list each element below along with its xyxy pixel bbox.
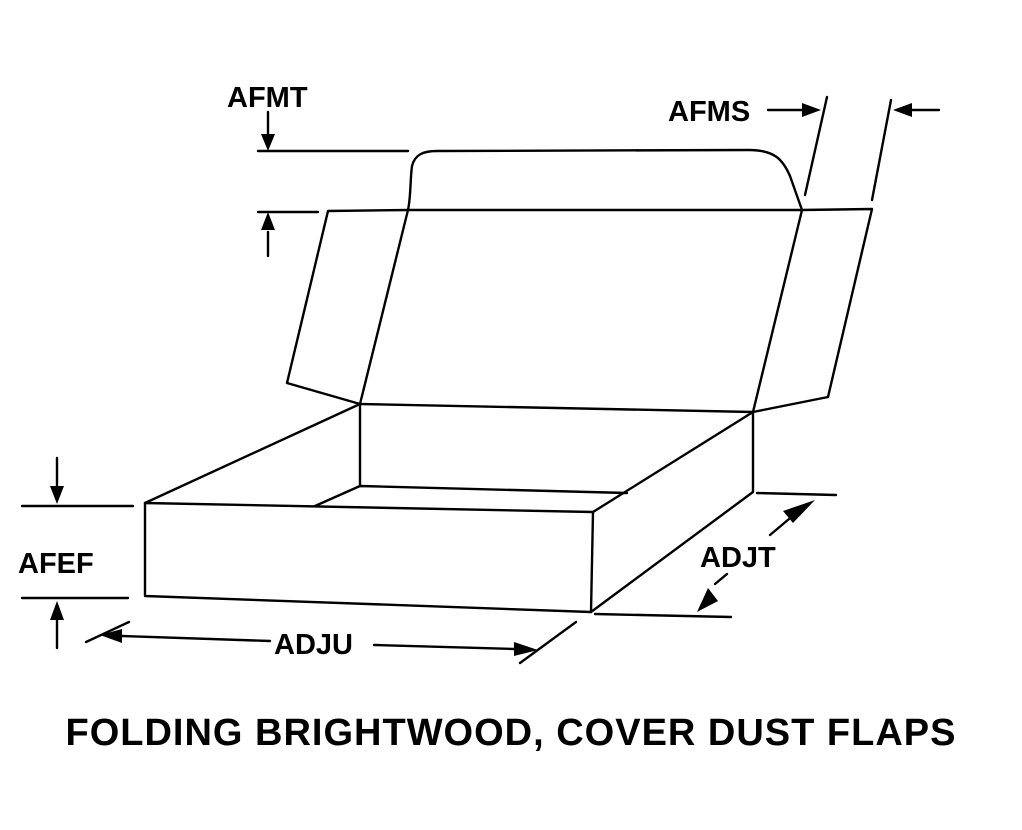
- dimension-adju: ADJU: [84, 620, 578, 665]
- label-afms: AFMS: [668, 96, 750, 128]
- lid-front-tuck-flap: [406, 148, 804, 212]
- arrowhead-right-icon: [514, 642, 538, 656]
- box-outline: [143, 402, 755, 614]
- lid-panel: [358, 208, 804, 414]
- label-afef: AFEF: [18, 548, 94, 580]
- arrowhead-left-icon: [893, 103, 912, 117]
- tray-top-edge-right: [589, 410, 755, 614]
- arrowhead-down-icon: [261, 134, 275, 151]
- tray-inner-floor-edge: [313, 484, 629, 508]
- arrowhead-left-icon: [100, 629, 122, 643]
- label-afmt: AFMT: [227, 82, 308, 114]
- lid-left-dust-flap: [285, 208, 410, 406]
- arrowhead-up-icon: [50, 601, 64, 620]
- box-drawing: AFMT AFMS AFEF ADJT: [18, 82, 941, 665]
- tray-front-face: [143, 501, 595, 614]
- lid-right-dust-flap: [751, 207, 874, 414]
- arrowhead-down-icon: [50, 486, 64, 504]
- dimension-afmt: AFMT: [227, 82, 410, 258]
- arrowhead-right-icon: [802, 103, 821, 117]
- arrowhead-up-right-icon: [783, 500, 815, 523]
- lid-outline: [285, 148, 874, 414]
- dimension-afef: AFEF: [18, 456, 135, 650]
- tray-left-top-edge: [143, 402, 362, 505]
- label-adju: ADJU: [274, 629, 353, 661]
- dimension-afms: AFMS: [668, 95, 941, 202]
- label-adjt: ADJT: [700, 542, 776, 574]
- diagram-title: FOLDING BRIGHTWOOD, COVER DUST FLAPS: [65, 712, 957, 754]
- arrowhead-up-icon: [261, 212, 275, 230]
- arrowhead-down-left-icon: [697, 588, 718, 612]
- dimension-adjt: ADJT: [593, 491, 838, 619]
